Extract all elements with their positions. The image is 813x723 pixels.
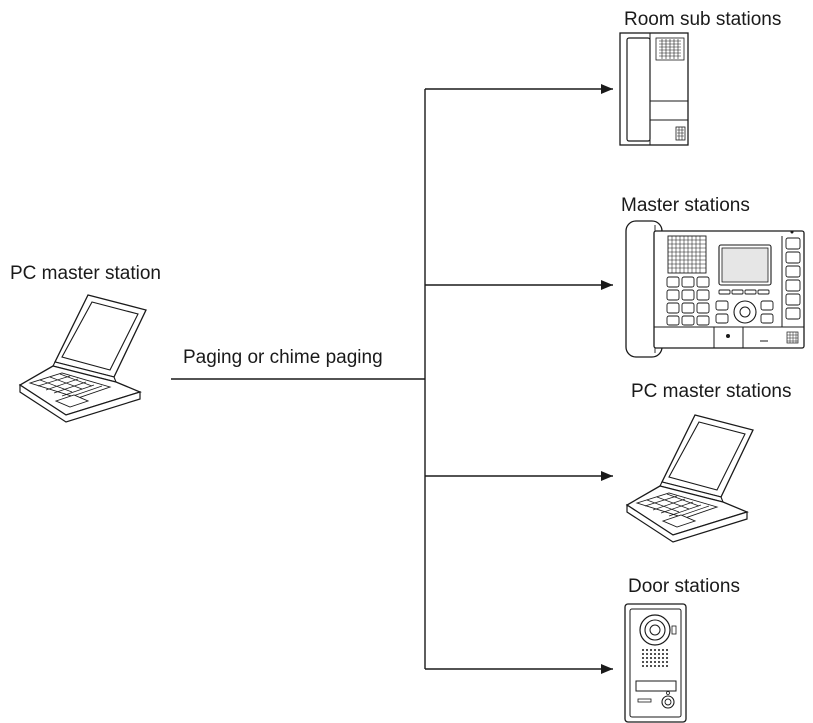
target-label-door-stations: Door stations [628,576,740,597]
target-label-master-stations: Master stations [621,195,750,216]
source-label: PC master station [10,263,161,284]
target-label-pc-master-stations: PC master stations [631,381,792,402]
connection-label: Paging or chime paging [183,347,383,368]
door-station-icon [624,603,687,723]
master-station-icon [625,220,805,358]
room-sub-station-icon [619,32,689,146]
laptop-icon [626,414,754,543]
target-label-room-sub-stations: Room sub stations [624,9,782,30]
laptop-icon [19,294,147,423]
